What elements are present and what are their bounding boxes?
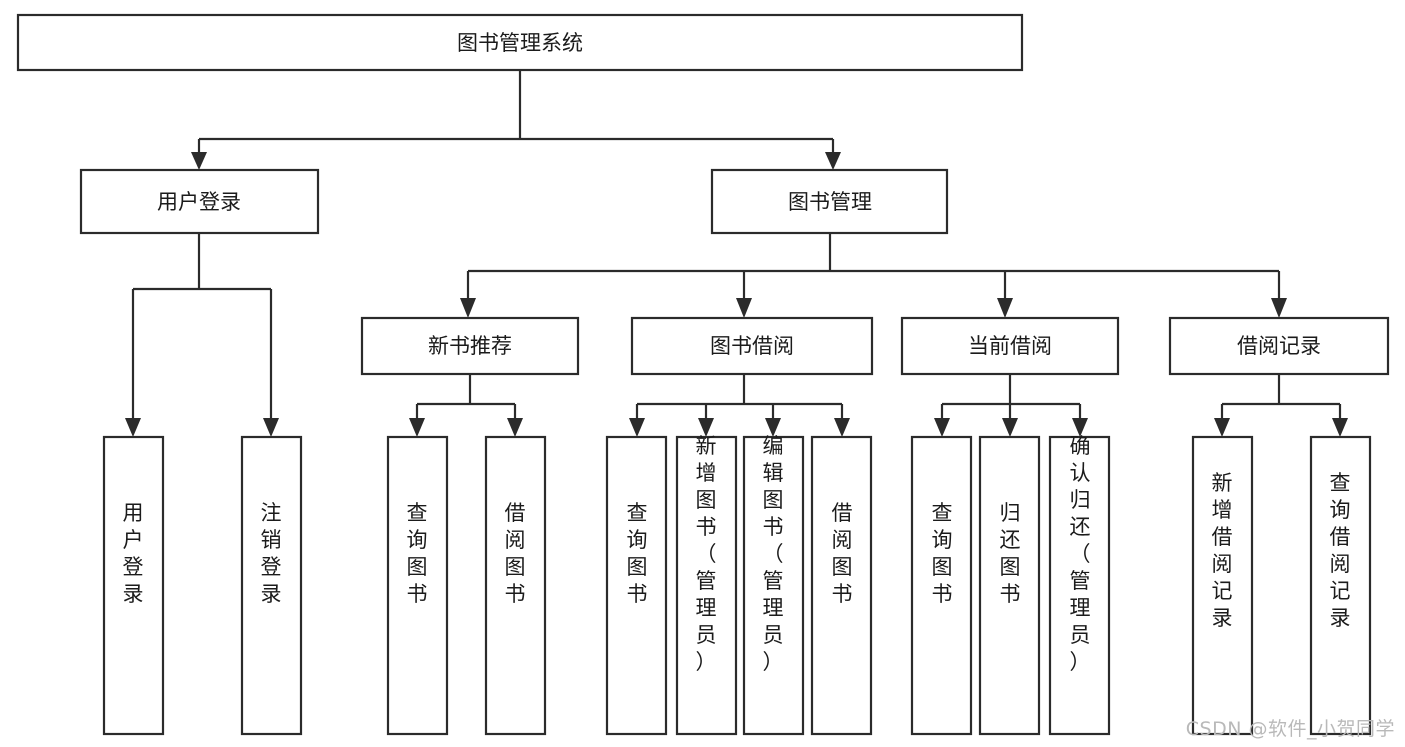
node-book-borrow-label: 图书借阅 <box>710 334 794 358</box>
node-current-borrow-label: 当前借阅 <box>968 334 1052 358</box>
arrow-head-current-borrow <box>997 298 1013 318</box>
leaf-return-book-box[interactable] <box>978 435 1041 736</box>
arrow-head-leaf-user-login <box>125 418 141 437</box>
arrow-head-leaf-logout-login <box>263 418 279 437</box>
node-user-login[interactable]: 用户登录 <box>79 168 320 235</box>
node-book-borrow[interactable]: 图书借阅 <box>630 316 874 376</box>
arrow-head-leaf-query-book-2 <box>629 418 645 437</box>
leaf-query-book-2-label: 查询图书 <box>627 501 648 606</box>
leaf-query-book-1-label: 查询图书 <box>407 501 428 606</box>
leaf-node-add-book[interactable]: 新增图书（管理员） <box>675 434 738 736</box>
leaf-confirm-return-label: 确认归还（管理员） <box>1070 434 1091 674</box>
csdn-watermark: CSDN @软件_小贺同学 <box>1185 718 1395 740</box>
connector-layer <box>125 70 1348 437</box>
arrow-head-leaf-edit-book <box>765 418 781 437</box>
node-user-login-label: 用户登录 <box>157 190 241 214</box>
arrow-head-user-login <box>191 152 207 170</box>
arrow-head-leaf-add-book <box>698 418 714 437</box>
node-borrow-record-label: 借阅记录 <box>1237 334 1321 358</box>
arrow-head-leaf-query-book-3 <box>934 418 950 437</box>
leaf-edit-book-box[interactable] <box>742 435 805 736</box>
node-current-borrow-box[interactable] <box>900 316 1120 376</box>
leaf-query-borrow-record-box[interactable] <box>1309 435 1372 736</box>
arrow-head-book-management <box>825 152 841 170</box>
leaf-query-book-3-box[interactable] <box>910 435 973 736</box>
leaf-node-query-book-3[interactable]: 查询图书 <box>910 435 973 736</box>
leaf-node-borrow-book-2[interactable]: 借阅图书 <box>810 435 873 736</box>
leaf-query-book-2-box[interactable] <box>605 435 668 736</box>
arrow-head-leaf-borrow-book-1 <box>507 418 523 437</box>
leaf-node-confirm-return[interactable]: 确认归还（管理员） <box>1048 434 1111 736</box>
leaf-user-login-label: 用户登录 <box>123 501 144 606</box>
node-root[interactable]: 图书管理系统 <box>16 13 1024 72</box>
arrow-head-leaf-return-book <box>1002 418 1018 437</box>
node-user-login-box[interactable] <box>79 168 320 235</box>
leaf-edit-book-label: 编辑图书（管理员） <box>763 434 784 674</box>
leaf-node-query-book-1[interactable]: 查询图书 <box>386 435 449 736</box>
leaf-confirm-return-box[interactable] <box>1048 435 1111 736</box>
arrow-head-leaf-borrow-book-2 <box>834 418 850 437</box>
leaf-borrow-book-1-box[interactable] <box>484 435 547 736</box>
leaf-add-book-label: 新增图书（管理员） <box>696 434 717 674</box>
arrow-head-book-borrow <box>736 298 752 318</box>
arrow-head-leaf-query-book-1 <box>409 418 425 437</box>
leaf-node-user-login[interactable]: 用户登录 <box>102 435 165 736</box>
arrow-head-leaf-add-borrow-record <box>1214 418 1230 437</box>
leaf-logout-login-box[interactable] <box>240 435 303 736</box>
leaf-node-query-borrow-record[interactable]: 查询借阅记录 <box>1309 435 1372 736</box>
leaf-query-borrow-record-label: 查询借阅记录 <box>1330 471 1351 630</box>
node-root-label: 图书管理系统 <box>457 31 583 55</box>
node-root-box[interactable] <box>16 13 1024 72</box>
arrow-head-leaf-query-borrow-record <box>1332 418 1348 437</box>
leaf-logout-login-label: 注销登录 <box>261 501 282 606</box>
leaf-node-return-book[interactable]: 归还图书 <box>978 435 1041 736</box>
leaf-node-add-borrow-record[interactable]: 新增借阅记录 <box>1191 435 1254 736</box>
leaf-query-book-1-box[interactable] <box>386 435 449 736</box>
leaf-node-edit-book[interactable]: 编辑图书（管理员） <box>742 434 805 736</box>
leaf-node-borrow-book-1[interactable]: 借阅图书 <box>484 435 547 736</box>
node-current-borrow[interactable]: 当前借阅 <box>900 316 1120 376</box>
leaf-add-borrow-record-box[interactable] <box>1191 435 1254 736</box>
node-book-management[interactable]: 图书管理 <box>710 168 949 235</box>
leaf-borrow-book-1-label: 借阅图书 <box>505 501 526 606</box>
arrow-head-new-book-recommend <box>460 298 476 318</box>
node-book-management-box[interactable] <box>710 168 949 235</box>
leaf-query-book-3-label: 查询图书 <box>932 501 953 606</box>
node-new-book-recommend-label: 新书推荐 <box>428 334 512 358</box>
leaf-borrow-book-2-label: 借阅图书 <box>832 501 853 606</box>
arrow-head-leaf-confirm-return <box>1072 418 1088 437</box>
leaf-return-book-label: 归还图书 <box>1000 501 1021 606</box>
arrow-head-borrow-record <box>1271 298 1287 318</box>
leaf-node-logout-login[interactable]: 注销登录 <box>240 435 303 736</box>
node-borrow-record-box[interactable] <box>1168 316 1390 376</box>
node-new-book-recommend[interactable]: 新书推荐 <box>360 316 580 376</box>
leaf-node-query-book-2[interactable]: 查询图书 <box>605 435 668 736</box>
leaf-user-login-box[interactable] <box>102 435 165 736</box>
node-new-book-recommend-box[interactable] <box>360 316 580 376</box>
leaf-add-borrow-record-label: 新增借阅记录 <box>1212 471 1233 630</box>
node-book-management-label: 图书管理 <box>788 190 872 214</box>
node-borrow-record[interactable]: 借阅记录 <box>1168 316 1390 376</box>
leaf-add-book-box[interactable] <box>675 435 738 736</box>
node-book-borrow-box[interactable] <box>630 316 874 376</box>
leaf-borrow-book-2-box[interactable] <box>810 435 873 736</box>
